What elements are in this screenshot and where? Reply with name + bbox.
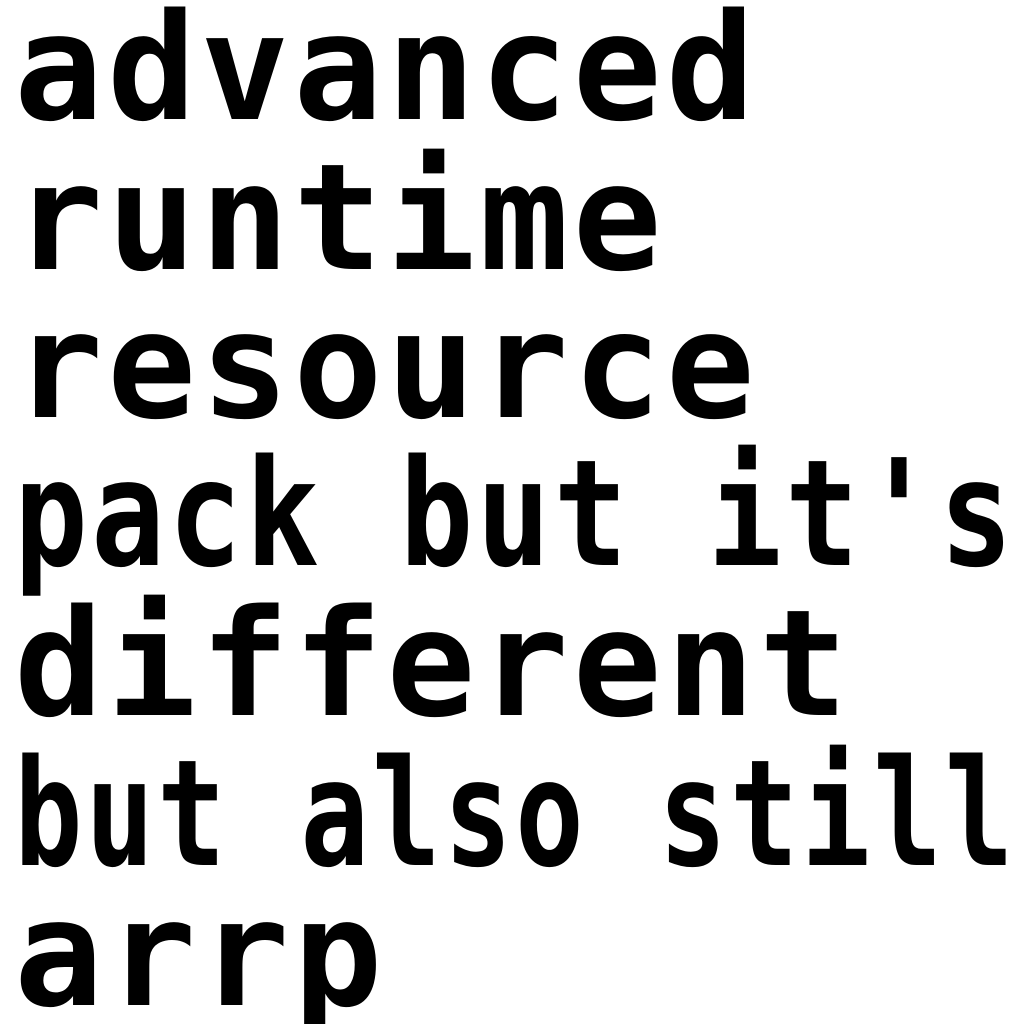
- text-line-2: runtime: [14, 132, 666, 304]
- text-line-7: arrp: [14, 868, 387, 1024]
- text-line-3: resource: [14, 280, 759, 452]
- text-line-4: pack but it's: [14, 428, 1017, 600]
- text-line-6: but also still: [14, 728, 1017, 900]
- text-line-5: different: [14, 578, 852, 750]
- text-line-1: advanced: [14, 0, 759, 154]
